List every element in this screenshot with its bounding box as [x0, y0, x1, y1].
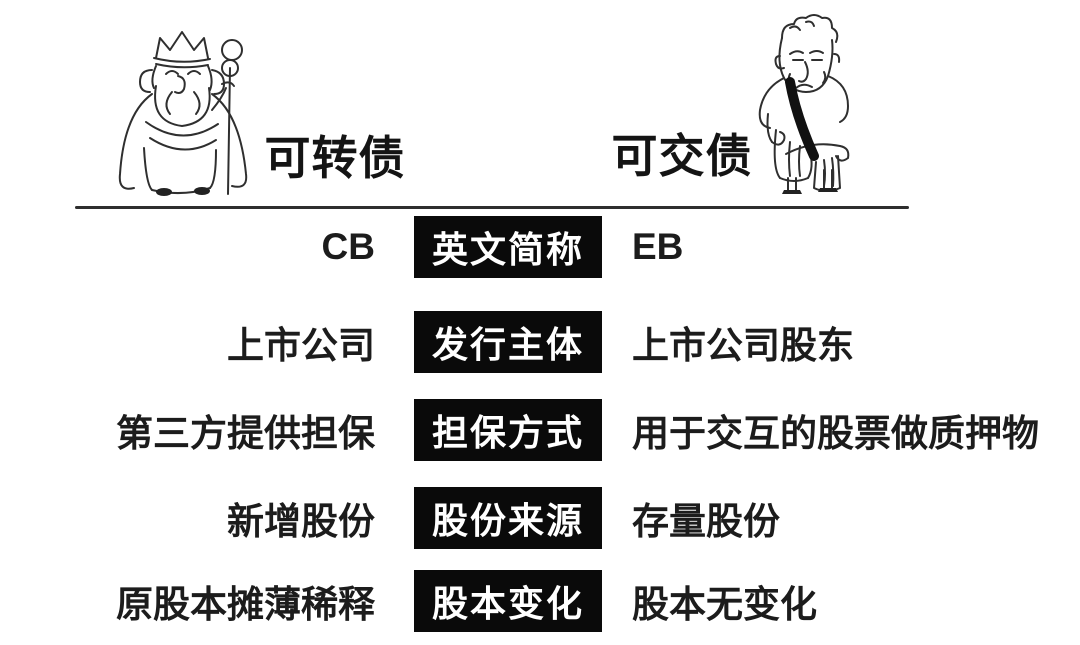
convertible-bond-value: 新增股份: [227, 501, 375, 542]
attribute-label: 担保方式: [414, 399, 602, 461]
title-convertible-bond: 可转债: [264, 132, 406, 184]
attribute-label: 股本变化: [414, 570, 602, 632]
comparison-row-share-source: 新增股份 股份来源 存量股份: [0, 485, 1080, 551]
king-cartoon-icon: [106, 26, 264, 198]
attribute-label: 发行主体: [414, 311, 602, 373]
attribute-label: 英文简称: [414, 216, 602, 278]
comparison-row-issuer: 上市公司 发行主体 上市公司股东: [0, 309, 1080, 375]
attribute-label: 股份来源: [414, 487, 602, 549]
header-divider: [75, 206, 909, 209]
comparison-row-equity-change: 原股本摊薄稀释 股本变化 股本无变化: [0, 568, 1080, 634]
roman-toga-cartoon-icon: [744, 12, 862, 196]
exchangeable-bond-value: 上市公司股东: [632, 325, 854, 366]
exchangeable-bond-value: 用于交互的股票做质押物: [632, 413, 1039, 454]
comparison-row-guarantee: 第三方提供担保 担保方式 用于交互的股票做质押物: [0, 397, 1080, 463]
exchangeable-bond-value: 存量股份: [632, 501, 780, 542]
convertible-bond-value: CB: [321, 226, 375, 267]
convertible-bond-value: 上市公司: [227, 325, 375, 366]
exchangeable-bond-value: EB: [632, 226, 684, 267]
convertible-bond-value: 原股本摊薄稀释: [116, 584, 375, 625]
title-exchangeable-bond: 可交债: [611, 130, 753, 182]
convertible-bond-value: 第三方提供担保: [116, 413, 375, 454]
comparison-row-english-abbr: CB 英文简称 EB: [0, 214, 1080, 280]
exchangeable-bond-value: 股本无变化: [632, 584, 817, 625]
